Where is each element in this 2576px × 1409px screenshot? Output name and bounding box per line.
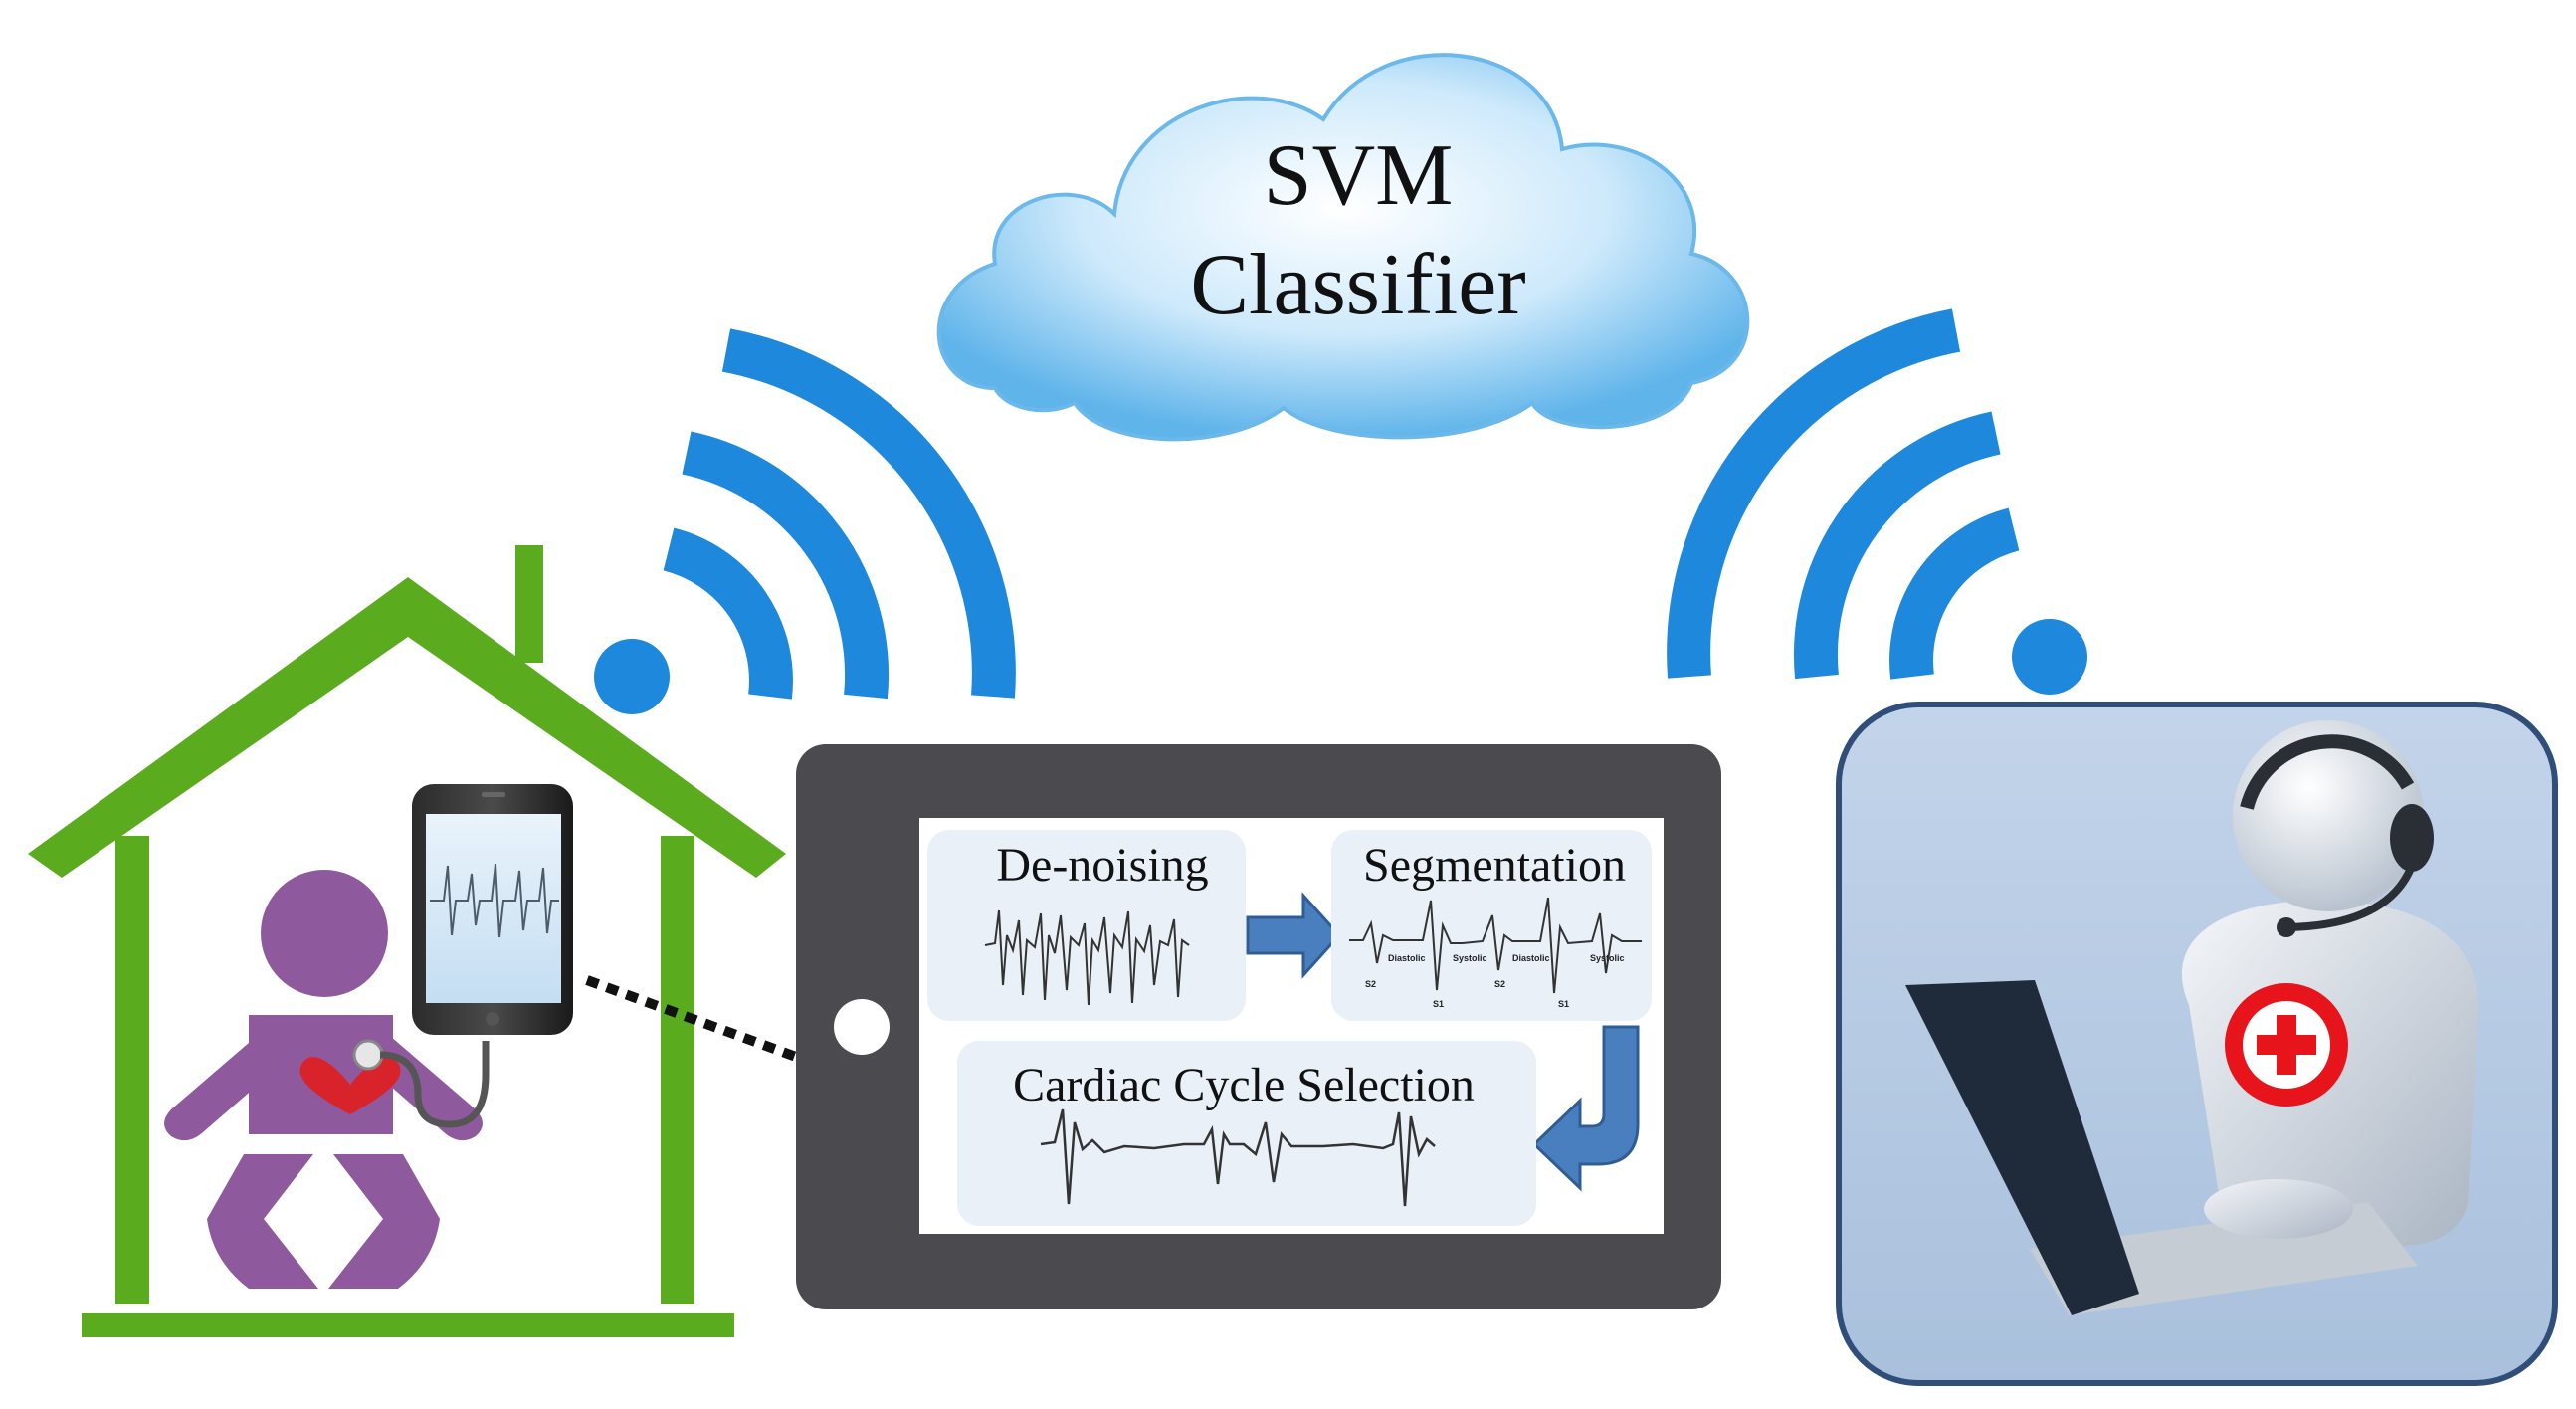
cloud-title-line1: SVM xyxy=(1264,127,1454,224)
smartphone-icon xyxy=(412,784,573,1035)
cloud-title-line2: Classifier xyxy=(1190,237,1525,333)
segment-label: S2 xyxy=(1365,979,1376,989)
heart-icon xyxy=(299,1039,401,1114)
segmentation-labels-upper: Diastolic Systolic Diastolic Systolic xyxy=(1388,953,1625,963)
doctor-with-laptop-icon xyxy=(1836,702,2558,1386)
segment-label: Diastolic xyxy=(1512,953,1550,963)
cardiac-cycle-waveform xyxy=(1040,1108,1436,1207)
phone-to-tablet-link xyxy=(585,975,798,1062)
step-segmentation: Segmentation xyxy=(1363,839,1626,892)
segment-label: S1 xyxy=(1558,999,1569,1009)
cardiac-cycle-panel xyxy=(957,1041,1536,1226)
denoising-panel xyxy=(927,830,1246,1021)
segment-label: Systolic xyxy=(1453,953,1487,963)
segment-label: Systolic xyxy=(1590,953,1625,963)
wifi-icon xyxy=(594,328,1016,714)
segment-label: S1 xyxy=(1433,999,1444,1009)
segmentation-panel xyxy=(1331,830,1652,1021)
cloud-icon xyxy=(936,53,1750,442)
segment-label: S2 xyxy=(1494,979,1505,989)
segment-label: Diastolic xyxy=(1388,953,1426,963)
arrow-down-left-icon xyxy=(1531,1025,1640,1192)
denoising-waveform xyxy=(984,909,1190,1006)
house-icon xyxy=(28,545,786,1337)
step-cardiac-cycle-selection: Cardiac Cycle Selection xyxy=(1013,1059,1475,1111)
step-denoising: De-noising xyxy=(996,839,1208,892)
stethoscope-tube xyxy=(379,1041,490,1128)
segmentation-waveform xyxy=(1349,897,1642,994)
wifi-icon xyxy=(1667,308,2087,695)
segmentation-labels-lower: S2 S1 S2 S1 xyxy=(1365,979,1569,1009)
arrow-right-icon xyxy=(1246,892,1342,979)
